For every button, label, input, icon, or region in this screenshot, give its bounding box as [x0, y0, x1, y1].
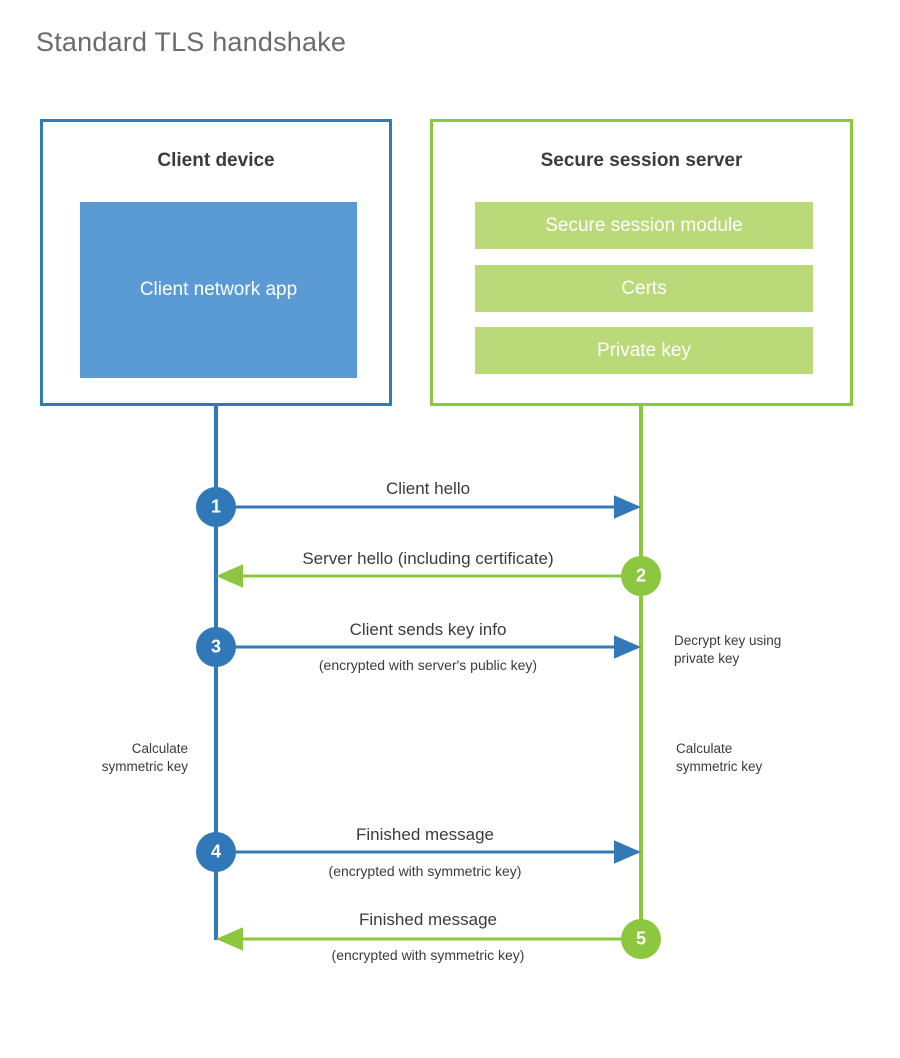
server-component-secure-session-module: Secure session module [475, 202, 813, 249]
flow-label-step-4: Finished message [356, 825, 494, 844]
page-title: Standard TLS handshake [36, 27, 347, 57]
flow-label-step-1: Client hello [385, 479, 471, 498]
step-marker-1 [196, 487, 236, 527]
server-component-private-key: Private key [475, 327, 813, 374]
client-device-box: Client device Client network app [40, 119, 392, 406]
client-device-title: Client device [157, 150, 275, 171]
client-network-app-box: Client network app [80, 202, 357, 378]
flow-sublabel-step-4: (encrypted with symmetric key) [328, 863, 522, 879]
step-marker-2 [621, 556, 661, 596]
secure-session-server-box: Secure session server Secure session mod… [430, 119, 853, 406]
step-marker-5 [621, 919, 661, 959]
note-client-calculate-symmetric-key: Calculate symmetric key [101, 741, 188, 775]
secure-session-server-title: Secure session server [540, 150, 743, 171]
note-server-decrypt: Decrypt key using private key [674, 633, 782, 667]
server-component-certs: Certs [475, 265, 813, 312]
step-marker-4 [196, 832, 236, 872]
flow-label-step-2: Server hello (including certificate) [302, 549, 554, 568]
flow-sublabel-step-5: (encrypted with symmetric key) [331, 947, 525, 963]
step-marker-3 [196, 627, 236, 667]
flow-sublabel-step-3: (encrypted with server's public key) [318, 657, 538, 673]
flow-label-step-5: Finished message [359, 910, 497, 929]
flow-label-step-3: Client sends key info [349, 620, 507, 639]
note-server-calculate-symmetric-key: Calculate symmetric key [676, 741, 763, 775]
